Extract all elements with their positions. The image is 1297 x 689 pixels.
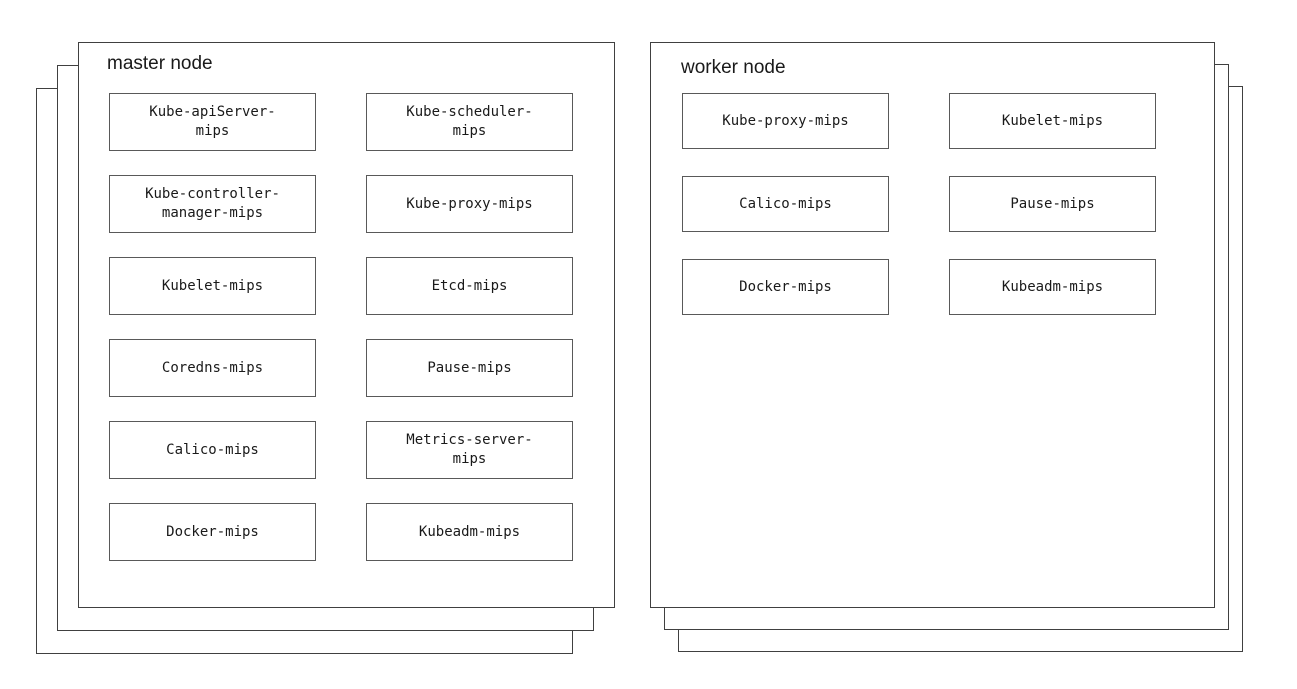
component-box-calico-worker: Calico-mips — [682, 176, 889, 232]
component-box-kube-apiserver: Kube-apiServer- mips — [109, 93, 316, 151]
component-box-kube-scheduler: Kube-scheduler- mips — [366, 93, 573, 151]
component-box-docker-master: Docker-mips — [109, 503, 316, 561]
master-components-grid: Kube-apiServer- mips Kube-controller- ma… — [109, 93, 573, 561]
worker-components-grid: Kube-proxy-mips Calico-mips Docker-mips … — [682, 93, 1156, 315]
master-node-panel: master node Kube-apiServer- mips Kube-co… — [78, 42, 615, 608]
master-node-title: master node — [107, 53, 213, 74]
worker-node-panel: worker node Kube-proxy-mips Calico-mips … — [650, 42, 1215, 608]
component-box-kubeadm-worker: Kubeadm-mips — [949, 259, 1156, 315]
component-box-kube-proxy-master: Kube-proxy-mips — [366, 175, 573, 233]
component-box-kube-controller-manager: Kube-controller- manager-mips — [109, 175, 316, 233]
component-box-etcd: Etcd-mips — [366, 257, 573, 315]
component-box-docker-worker: Docker-mips — [682, 259, 889, 315]
component-box-coredns: Coredns-mips — [109, 339, 316, 397]
component-box-pause-worker: Pause-mips — [949, 176, 1156, 232]
component-box-kubeadm-master: Kubeadm-mips — [366, 503, 573, 561]
component-box-pause-master: Pause-mips — [366, 339, 573, 397]
component-box-kube-proxy-worker: Kube-proxy-mips — [682, 93, 889, 149]
component-box-kubelet-worker: Kubelet-mips — [949, 93, 1156, 149]
component-box-metrics-server: Metrics-server- mips — [366, 421, 573, 479]
component-box-kubelet-master: Kubelet-mips — [109, 257, 316, 315]
worker-node-title: worker node — [681, 57, 786, 78]
component-box-calico-master: Calico-mips — [109, 421, 316, 479]
